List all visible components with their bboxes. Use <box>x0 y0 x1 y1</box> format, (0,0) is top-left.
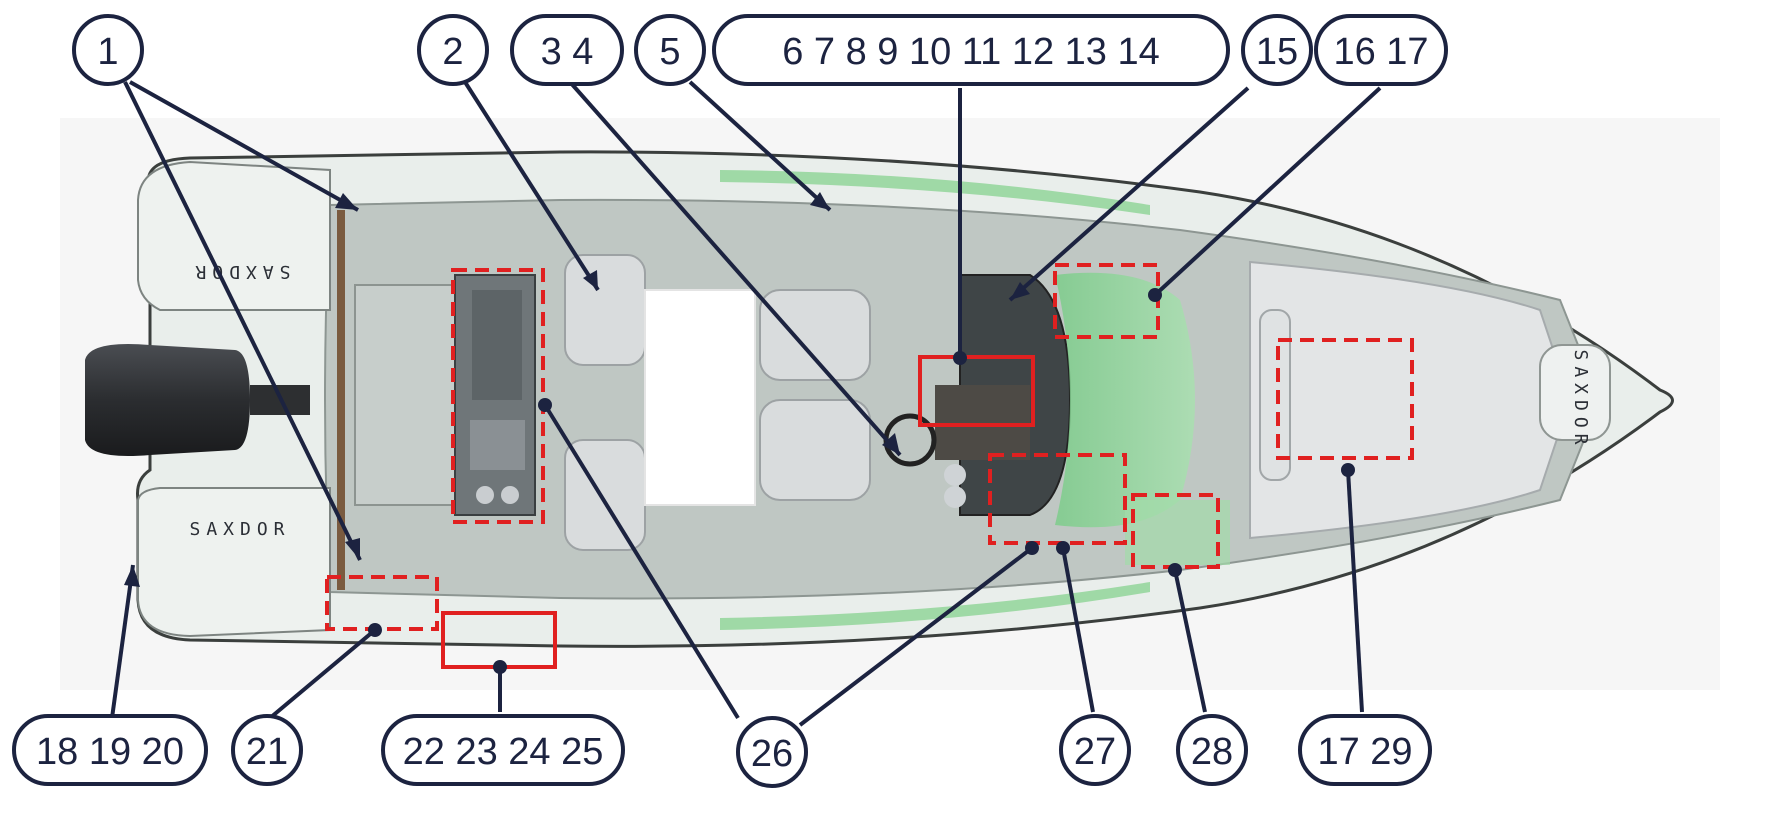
arrow-5 <box>810 192 830 210</box>
bow-hatch <box>1539 344 1611 441</box>
leader-5 <box>688 80 832 212</box>
leader-26b <box>798 546 1034 727</box>
galley-top <box>472 290 522 400</box>
galley-burner <box>476 486 494 504</box>
arrow-1a <box>335 193 358 210</box>
aft-floor-hatch <box>354 284 456 506</box>
callout-28 <box>1176 714 1248 786</box>
port-brand-text: SAXDOR <box>189 261 290 282</box>
helm-seat-port <box>759 289 871 381</box>
callout-18-20 <box>12 714 208 786</box>
leader-1a <box>129 80 359 212</box>
leader-dot-17-29 <box>1341 463 1355 477</box>
leader-dot-26a <box>538 398 552 412</box>
callout-22-25 <box>381 714 625 786</box>
helm-dashboard <box>935 385 1030 460</box>
galley-sink <box>470 420 525 470</box>
leader-1b <box>123 81 362 561</box>
windscreen <box>1055 272 1195 528</box>
leader-26a <box>543 403 740 720</box>
callout-3-4-label: 3 4 <box>541 31 594 73</box>
leader-3-4 <box>568 80 902 457</box>
leader-arrowheads <box>124 192 1030 587</box>
aft-port-platform <box>137 160 331 311</box>
highlight-bow-locker <box>1276 338 1414 460</box>
callout-5 <box>634 14 706 86</box>
bow-brand-text: SAXDOR <box>1570 349 1591 450</box>
port-green-strip <box>720 170 1150 215</box>
side-deck-glass <box>1125 500 1230 565</box>
leader-16-17 <box>1153 86 1382 297</box>
leader-lines <box>110 80 1382 727</box>
callout-6-14-label: 6 7 8 9 10 11 12 13 14 <box>782 31 1160 73</box>
highlight-helm-panel <box>918 355 1035 427</box>
leader-dot-21 <box>368 623 382 637</box>
callout-17-29 <box>1298 714 1432 786</box>
bow-sunpad <box>1249 260 1572 540</box>
starboard-green-strip <box>720 582 1150 630</box>
arrow-1b <box>345 538 360 560</box>
callout-15-label: 15 <box>1256 31 1298 73</box>
aft-starboard-platform <box>137 487 331 638</box>
callout-2-label: 2 <box>442 31 463 73</box>
leader-dot-16-17 <box>1148 288 1162 302</box>
callout-2 <box>417 14 489 86</box>
callout-28-label: 28 <box>1191 731 1233 773</box>
callout-27 <box>1059 714 1131 786</box>
transom-teak-strip <box>337 210 345 590</box>
highlight-aft-locker <box>325 575 439 631</box>
leader-dot-6-14 <box>953 351 967 365</box>
bow-seat-back <box>1259 309 1291 481</box>
callout-15 <box>1241 14 1313 86</box>
callout-21 <box>231 714 303 786</box>
callout-16-17-label: 16 17 <box>1333 31 1428 73</box>
callout-5-label: 5 <box>659 31 680 73</box>
leader-17-29 <box>1346 469 1364 713</box>
starboard-brand-text: SAXDOR <box>189 519 290 540</box>
arrow-15 <box>1010 282 1030 300</box>
callout-bubbles: 1 2 3 4 5 6 7 8 9 10 11 12 13 14 15 16 1… <box>12 14 1448 788</box>
highlight-console-cabin <box>988 453 1127 545</box>
callout-16-17 <box>1314 14 1448 86</box>
leader-15 <box>1008 86 1250 302</box>
callout-3-4 <box>510 14 624 86</box>
callout-27-label: 27 <box>1074 731 1116 773</box>
leader-27 <box>1061 547 1095 713</box>
helm-seat-starboard <box>759 399 871 501</box>
arrow-3-4 <box>882 433 900 455</box>
callout-17-29-label: 17 29 <box>1317 731 1412 773</box>
callout-1-label: 1 <box>97 31 118 73</box>
leader-18-20 <box>110 564 135 719</box>
leader-2 <box>463 80 600 292</box>
galley-burner-2 <box>501 486 519 504</box>
callout-26-label: 26 <box>751 733 793 775</box>
callout-1 <box>72 14 144 86</box>
callout-6-14 <box>712 14 1230 86</box>
cockpit-table <box>644 289 756 506</box>
leader-dot-28 <box>1168 563 1182 577</box>
callout-21-label: 21 <box>246 731 288 773</box>
callout-18-20-label: 18 19 20 <box>36 731 184 773</box>
leader-28 <box>1173 569 1207 713</box>
arrow-18-20 <box>124 565 140 587</box>
highlight-aft-galley <box>451 268 545 524</box>
leader-dot-27 <box>1056 541 1070 555</box>
callout-22-25-label: 22 23 24 25 <box>403 731 604 773</box>
outboard-engine <box>85 344 250 456</box>
aft-seat-port <box>564 254 646 366</box>
arrow-2 <box>583 270 598 290</box>
gauge-1 <box>944 464 966 486</box>
callout-26 <box>736 716 808 788</box>
gauge-2 <box>944 486 966 508</box>
leader-dot-22-25 <box>493 660 507 674</box>
leader-21 <box>268 628 377 720</box>
leader-dot-26b <box>1025 541 1039 555</box>
